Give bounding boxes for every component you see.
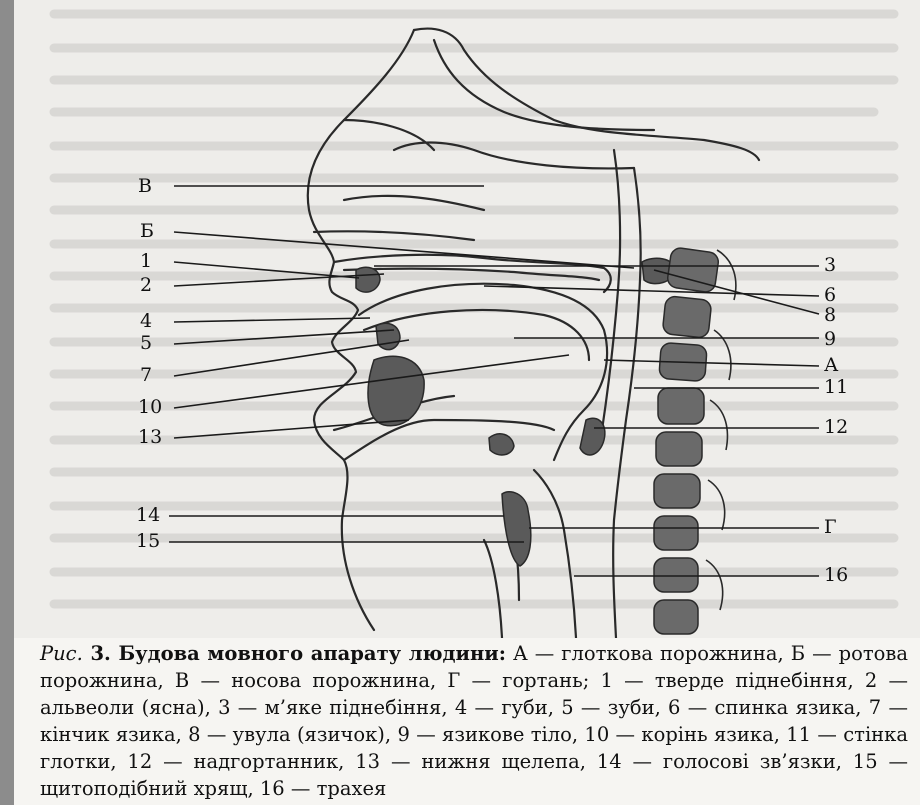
caption-number: 3. xyxy=(83,642,119,665)
larynx-outline xyxy=(534,470,576,638)
caption-prefix: Рис. xyxy=(40,642,83,665)
label-oral-cavity: Б xyxy=(140,222,154,241)
upper-teeth-shape xyxy=(356,267,380,292)
label-9-tongue-body: 9 xyxy=(824,330,836,349)
label-8-uvula: 8 xyxy=(824,306,836,325)
label-2-alveoli: 2 xyxy=(140,276,152,295)
label-nasal-cavity: В xyxy=(138,177,152,196)
label-11-pharynx-wall: 11 xyxy=(824,378,848,397)
leader-lines xyxy=(169,186,819,576)
label-6-tongue-back: 6 xyxy=(824,286,836,305)
figure-caption: Рис. 3. Будова мовного апарату людини: А… xyxy=(40,640,908,802)
label-5-teeth: 5 xyxy=(140,334,152,353)
epiglottis-shape xyxy=(489,434,514,455)
label-4-lips: 4 xyxy=(140,312,152,331)
label-16-trachea: 16 xyxy=(824,566,848,585)
label-larynx: Г xyxy=(824,518,837,537)
label-1-hard-palate: 1 xyxy=(140,252,152,271)
label-3-soft-palate: 3 xyxy=(824,256,836,275)
caption-title: Будова мовного апарату людини: xyxy=(118,642,505,665)
page-edge xyxy=(0,0,14,805)
nasal-cavity-outline xyxy=(414,29,759,160)
label-7-tongue-tip: 7 xyxy=(140,366,152,385)
label-12-epiglottis: 12 xyxy=(824,418,848,437)
jaw-bone-shape xyxy=(368,356,424,426)
thyroid-cartilage-shape xyxy=(502,492,531,566)
label-pharyngeal-cavity: А xyxy=(824,356,838,375)
label-14-vocal-cords: 14 xyxy=(136,506,160,525)
lower-teeth-shape xyxy=(376,323,400,349)
speech-apparatus-figure: В Б 1 2 4 5 7 10 13 14 15 3 6 8 9 А 11 1… xyxy=(14,0,920,638)
pharynx-wall xyxy=(613,168,640,638)
label-13-lower-jaw: 13 xyxy=(138,428,162,447)
caption-body: А — глоткова порожнина, Б — ротова порож… xyxy=(40,642,908,800)
label-10-tongue-root: 10 xyxy=(138,398,162,417)
label-15-thyroid-cartilage: 15 xyxy=(136,532,160,551)
lower-jaw-outline xyxy=(344,420,554,460)
